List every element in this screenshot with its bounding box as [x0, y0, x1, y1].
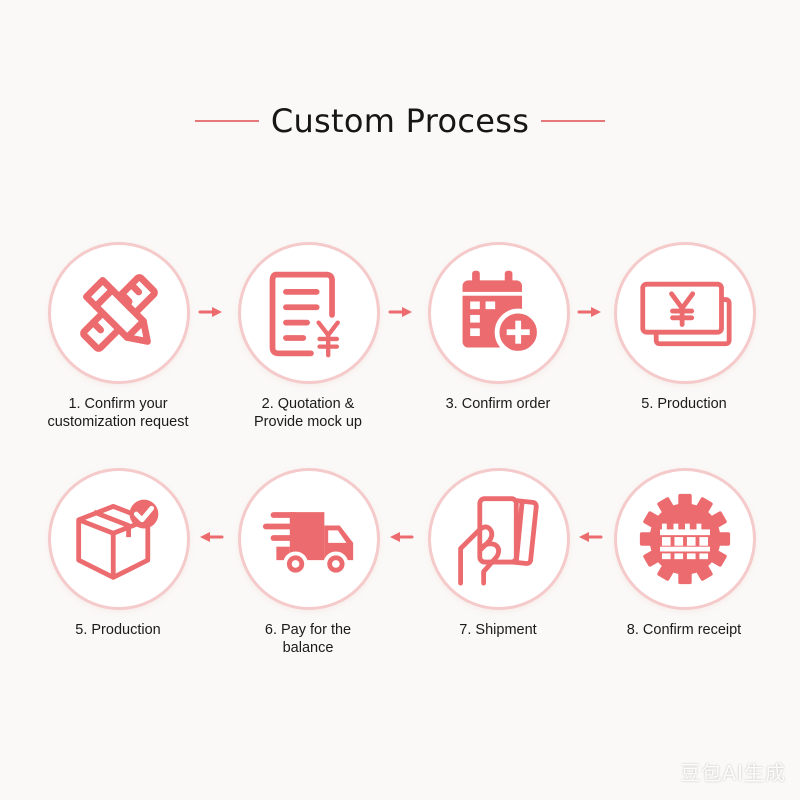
step-8-label: 5. Production [18, 621, 218, 639]
arrow-left-icon [200, 532, 224, 542]
step-1-label: 1. Confirm your customization request [18, 395, 218, 431]
step-6: 7. Shipment [398, 468, 598, 698]
step-7-label-line1: 6. Pay for the [264, 622, 352, 638]
hand-card-icon [458, 496, 539, 586]
factory-gear-icon [639, 493, 731, 585]
step-4-label: 5. Production [584, 395, 784, 413]
title-line-left [194, 120, 259, 122]
step-1-label-line1: 1. Confirm your [68, 396, 168, 412]
step-3-label: 3. Confirm order [398, 395, 598, 413]
pencil-ruler-icon [80, 274, 158, 352]
title-row: Custom Process [0, 96, 800, 146]
arrow-left-icon [390, 532, 414, 542]
step-4: 5. Production [584, 242, 784, 472]
arrow-right-icon [198, 307, 222, 317]
step-5-label: 8. Confirm receipt [584, 621, 784, 639]
step-3: 3. Confirm order [398, 242, 598, 472]
step-1-label-line2: customization request [47, 414, 189, 430]
delivery-truck-icon [262, 512, 354, 577]
step-6-circle [428, 468, 570, 610]
step-1-circle [48, 242, 190, 384]
arrow-left-icon [579, 532, 603, 542]
step-4-circle [614, 242, 756, 384]
step-4-label-line1: 5. Production [641, 396, 727, 412]
step-7-circle [238, 468, 380, 610]
step-2: 2. Quotation & Provide mock up [208, 242, 408, 472]
step-5: 8. Confirm receipt [584, 468, 784, 698]
step-8-label-line1: 5. Production [75, 622, 161, 638]
watermark: 豆包AI生成 [680, 761, 786, 785]
step-8: 5. Production [18, 468, 218, 698]
step-6-label-line1: 7. Shipment [459, 622, 537, 638]
yen-banknote-icon [640, 281, 732, 347]
arrow-right-icon [577, 307, 601, 317]
page-title: Custom Process [270, 102, 530, 140]
step-8-circle [48, 468, 190, 610]
step-1: 1. Confirm your customization request [18, 242, 218, 472]
step-2-label-line1: 2. Quotation & [261, 396, 355, 412]
step-5-label-line1: 8. Confirm receipt [626, 622, 742, 638]
quotation-document-icon [269, 271, 340, 358]
step-2-circle [238, 242, 380, 384]
title-line-right [541, 120, 606, 122]
calendar-add-icon [462, 270, 542, 356]
step-3-label-line1: 3. Confirm order [445, 396, 551, 412]
step-6-label: 7. Shipment [398, 621, 598, 639]
step-3-circle [428, 242, 570, 384]
step-7-label-line2: balance [282, 640, 334, 656]
step-7: 6. Pay for the balance [208, 468, 408, 698]
step-2-label: 2. Quotation & Provide mock up [208, 395, 408, 431]
box-check-icon [76, 499, 159, 580]
arrow-right-icon [388, 307, 412, 317]
step-5-circle [614, 468, 756, 610]
step-7-label: 6. Pay for the balance [208, 621, 408, 657]
step-2-label-line2: Provide mock up [254, 414, 362, 430]
